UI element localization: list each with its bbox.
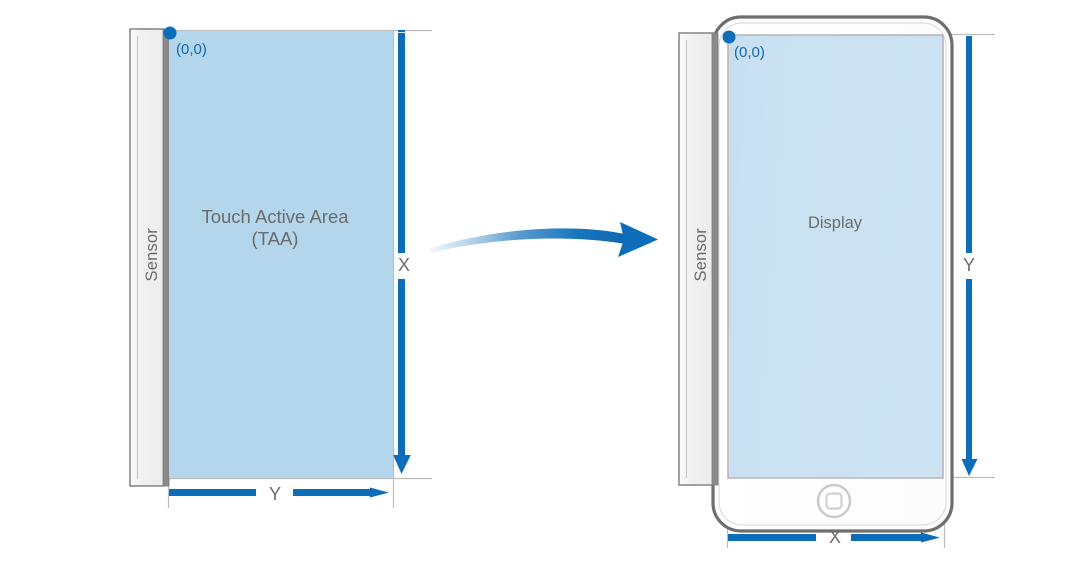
- origin-dot-right: [722, 30, 736, 44]
- sensor-bar-right: [678, 32, 719, 486]
- sensor-label-left: Sensor: [143, 228, 161, 282]
- dimension-line-y-left: [169, 487, 389, 498]
- touch-active-area-rect: [169, 31, 393, 478]
- dimension-line-y-right: [961, 36, 978, 476]
- dimension-label-x-right: X: [828, 527, 841, 547]
- dimension-line-x-left: [393, 30, 411, 474]
- sensor-label-right: Sensor: [692, 228, 710, 282]
- mapping-arrow: [428, 222, 658, 257]
- dimension-label-y-right: Y: [962, 255, 975, 275]
- dimension-line-x-right: [728, 532, 940, 543]
- origin-dot-left: [163, 26, 177, 40]
- origin-label-right: (0,0): [734, 44, 765, 61]
- display-area-label: Display: [807, 214, 863, 232]
- home-button[interactable]: [816, 483, 852, 519]
- origin-label-left: (0,0): [176, 41, 207, 58]
- display-screen: [727, 34, 944, 479]
- taa-label-line1: Touch Active Area: [201, 206, 349, 227]
- touch-active-area-label: Touch Active Area (TAA): [175, 206, 375, 250]
- taa-label-line2: (TAA): [251, 227, 299, 249]
- dimension-label-x-left: X: [397, 255, 410, 275]
- dimension-label-y-left: Y: [268, 484, 281, 504]
